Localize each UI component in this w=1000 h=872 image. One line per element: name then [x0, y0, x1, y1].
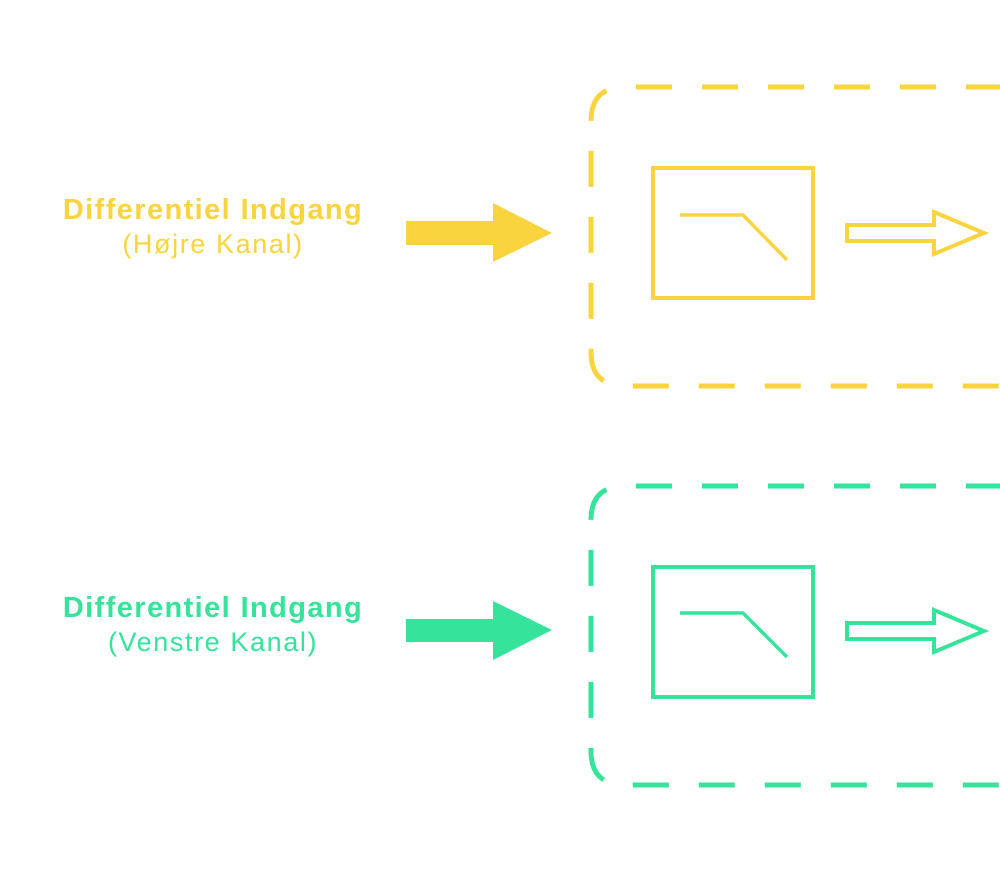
- left-channel-subtitle: (Venstre Kanal): [107, 627, 319, 657]
- dashed-processing-block: [588, 84, 1000, 389]
- filter-box: [651, 565, 815, 699]
- right-channel-label: Differentiel Indgang (Højre Kanal): [20, 193, 406, 261]
- filled-arrow-right-icon: [406, 203, 552, 262]
- outline-arrow-right-icon: [845, 208, 990, 258]
- left-channel-label: Differentiel Indgang (Venstre Kanal): [20, 591, 406, 659]
- filled-arrow-right-icon: [406, 601, 552, 660]
- left-channel-title: Differentiel Indgang: [62, 592, 364, 624]
- left-channel-diagram: [406, 483, 1000, 788]
- low-pass-filter-icon: [680, 213, 789, 262]
- dashed-processing-block: [588, 483, 1000, 788]
- right-channel-diagram: [406, 84, 1000, 389]
- right-channel-subtitle: (Højre Kanal): [122, 229, 304, 259]
- right-channel-group: Differentiel Indgang (Højre Kanal): [0, 0, 1000, 400]
- left-channel-group: Differentiel Indgang (Venstre Kanal): [0, 399, 1000, 799]
- right-channel-title: Differentiel Indgang: [62, 194, 364, 226]
- filter-box: [651, 166, 815, 300]
- low-pass-filter-icon: [680, 611, 789, 659]
- outline-arrow-right-icon: [845, 606, 990, 656]
